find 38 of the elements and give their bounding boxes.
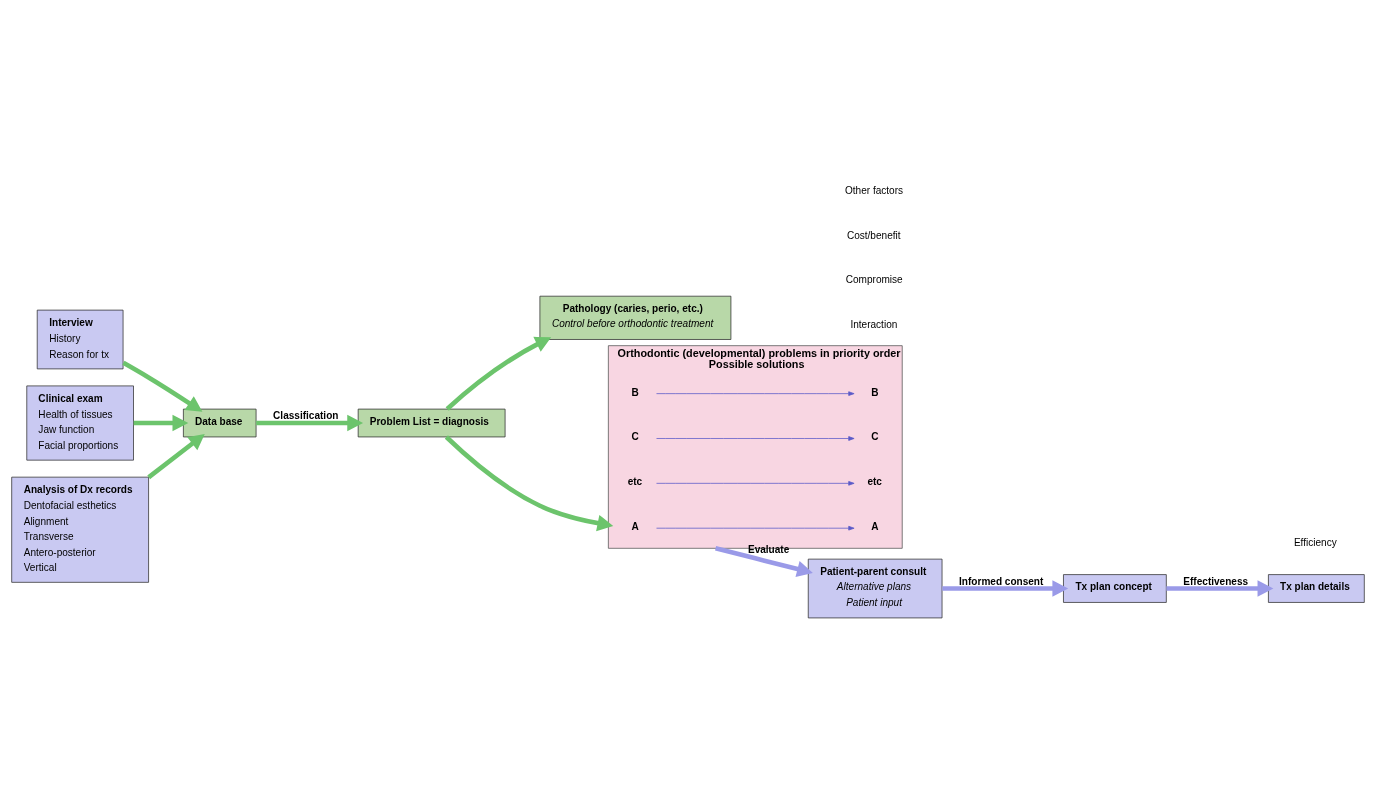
arrow	[715, 545, 813, 577]
node-text: C	[871, 430, 879, 442]
node-box: Patient-parent consult Alternative plans Patient input	[807, 558, 943, 618]
node-text: etc	[867, 475, 882, 487]
edge-label: Effectiveness	[1183, 575, 1249, 587]
label: Other factors	[844, 184, 904, 196]
arrow	[133, 414, 189, 431]
node-box: Data base	[183, 408, 257, 437]
arrow	[942, 579, 1069, 597]
arrow	[256, 414, 364, 431]
node-text: B	[631, 385, 639, 397]
arrow	[656, 390, 855, 396]
arrow	[147, 433, 205, 479]
label: Cost/benefit	[846, 229, 901, 240]
label: Compromise	[845, 273, 903, 285]
arrow	[656, 525, 855, 530]
arrow	[445, 336, 552, 411]
node-text: C	[631, 430, 639, 442]
edge-label: Classification	[273, 409, 339, 421]
node-text: A	[631, 520, 639, 532]
label: Efficiency	[1293, 536, 1337, 548]
arrow	[1166, 579, 1274, 597]
node-box: Tx plan details	[1268, 573, 1365, 603]
node-box: Problem List = diagnosis	[357, 408, 506, 437]
node-box: Pathology (caries, perio, etc.) Control before orthodontic treatment	[539, 295, 732, 340]
node-box: Interview History Reason for tx	[36, 309, 124, 369]
node-text: etc	[627, 475, 643, 487]
arrow	[656, 480, 855, 486]
arrow	[122, 360, 203, 412]
label: Interaction	[850, 318, 898, 330]
node-text: A	[871, 520, 879, 532]
edge-label: Informed consent	[959, 575, 1044, 587]
node-box: Analysis of Dx records Dentofacial esthetics Alignment Transverse Antero-posterior Vertical	[11, 476, 149, 583]
arrow	[656, 435, 855, 441]
node-text: B	[871, 385, 879, 397]
arrow	[444, 434, 614, 531]
node-box: Clinical exam Health of tissues Jaw function Facial proportions	[26, 385, 134, 461]
node-box: Tx plan concept	[1063, 573, 1167, 603]
